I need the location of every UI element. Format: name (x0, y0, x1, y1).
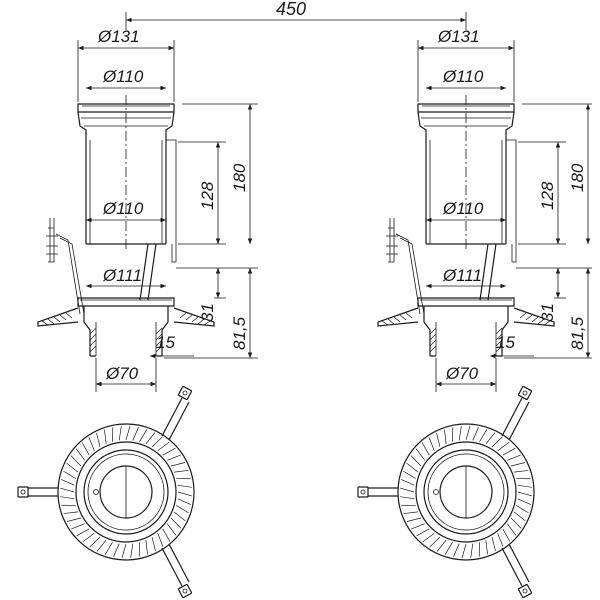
right-side-view (377, 94, 555, 357)
left-d70-label: Ø70 (105, 364, 139, 383)
left-h31-label: 31 (198, 303, 217, 322)
right-plan-view (357, 385, 535, 599)
right-d131-label: Ø131 (437, 27, 480, 46)
left-h81-5-label: 81,5 (230, 316, 249, 350)
left-plan-view (17, 385, 195, 599)
left-d131-label: Ø131 (97, 27, 140, 46)
right-d70-label: Ø70 (445, 364, 479, 383)
left-d110-mid-label: Ø110 (102, 199, 144, 218)
left-w15-label: 15 (156, 333, 175, 352)
left-d110-top-label: Ø110 (102, 67, 144, 86)
spacing-label: 450 (276, 0, 306, 19)
left-h128-label: 128 (198, 181, 217, 210)
right-h128-label: 128 (538, 181, 557, 210)
left-side-view (37, 94, 215, 357)
right-h31-label: 31 (538, 303, 557, 322)
left-h180-label: 180 (230, 163, 249, 192)
right-unit: Ø131 Ø110 Ø110 Ø111 Ø70 15 128 180 31 81… (357, 27, 592, 599)
right-w15-label: 15 (496, 333, 515, 352)
right-h180-label: 180 (568, 163, 587, 192)
left-d111-label: Ø111 (102, 266, 142, 285)
left-unit: Ø131 Ø110 Ø110 Ø111 Ø70 15 128 180 31 81… (17, 27, 258, 599)
right-d110-top-label: Ø110 (442, 67, 484, 86)
spacing-dimension: 450 (125, 0, 467, 30)
right-d110-mid-label: Ø110 (442, 199, 484, 218)
right-h81-5-label: 81,5 (568, 316, 587, 350)
right-d111-label: Ø111 (442, 266, 482, 285)
